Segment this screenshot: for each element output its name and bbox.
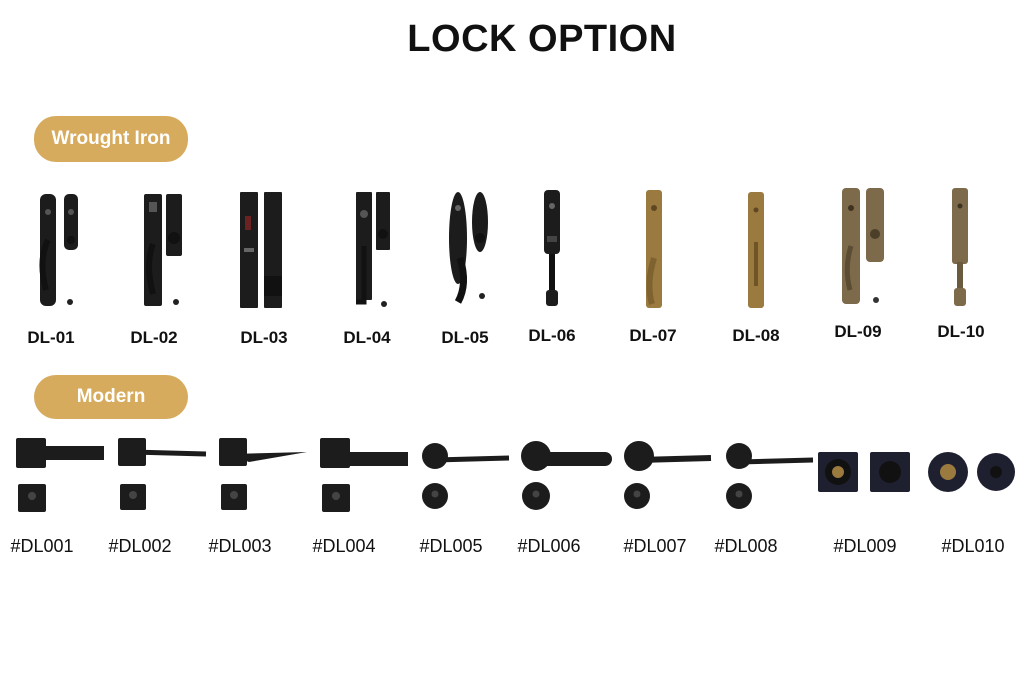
lock-image-dl003[interactable]	[219, 438, 311, 514]
page-title: LOCK OPTION	[407, 18, 677, 60]
lock-code-dl-09: DL-09	[834, 322, 882, 341]
lock-code-dl006: #DL006	[517, 536, 581, 556]
lock-code-dl009: #DL009	[833, 536, 897, 556]
lock-image-dl008[interactable]	[725, 440, 817, 516]
modern-row: #DL001 #DL002 #DL003 #DL004	[0, 432, 1024, 562]
lock-code-dl007: #DL007	[623, 536, 687, 556]
lock-code-dl005: #DL005	[419, 536, 483, 556]
lock-image-dl002[interactable]	[118, 438, 210, 514]
lock-code-dl-04: DL-04	[343, 328, 391, 347]
lock-code-dl-08: DL-08	[732, 326, 780, 345]
lock-image-dl-10[interactable]	[948, 186, 972, 310]
modern-section-badge: Modern	[34, 375, 188, 419]
lock-code-dl008: #DL008	[714, 536, 778, 556]
lock-code-dl-06: DL-06	[528, 326, 576, 345]
lock-code-dl-01: DL-01	[27, 328, 75, 347]
lock-code-dl-02: DL-02	[130, 328, 178, 347]
lock-code-dl002: #DL002	[108, 536, 172, 556]
lock-code-dl-10: DL-10	[937, 322, 985, 341]
lock-image-dl009[interactable]	[818, 450, 914, 500]
lock-image-dl-09[interactable]	[838, 186, 888, 308]
wrought-iron-row: DL-01 DL-02 DL-03	[0, 182, 1024, 354]
lock-code-dl004: #DL004	[312, 536, 376, 556]
lock-code-dl003: #DL003	[208, 536, 272, 556]
lock-code-dl-03: DL-03	[240, 328, 288, 347]
lock-image-dl010[interactable]	[928, 450, 1020, 500]
lock-image-dl005[interactable]	[421, 440, 513, 516]
lock-image-dl-08[interactable]	[744, 190, 768, 310]
lock-image-dl-02[interactable]	[142, 190, 192, 310]
lock-code-dl001: #DL001	[10, 536, 74, 556]
lock-image-dl006[interactable]	[520, 440, 616, 516]
lock-image-dl004[interactable]	[320, 438, 412, 514]
lock-image-dl-04[interactable]	[352, 190, 402, 310]
lock-code-dl-05: DL-05	[441, 328, 489, 347]
wrought-iron-section-badge: Wrought Iron	[34, 116, 188, 162]
lock-image-dl-01[interactable]	[36, 190, 86, 310]
lock-image-dl-03[interactable]	[240, 190, 290, 312]
lock-image-dl007[interactable]	[623, 440, 715, 516]
lock-code-dl010: #DL010	[941, 536, 1005, 556]
lock-image-dl-05[interactable]	[446, 188, 496, 310]
lock-image-dl-07[interactable]	[640, 188, 670, 312]
lock-code-dl-07: DL-07	[629, 326, 677, 345]
lock-image-dl001[interactable]	[16, 438, 108, 514]
lock-image-dl-06[interactable]	[538, 186, 568, 310]
